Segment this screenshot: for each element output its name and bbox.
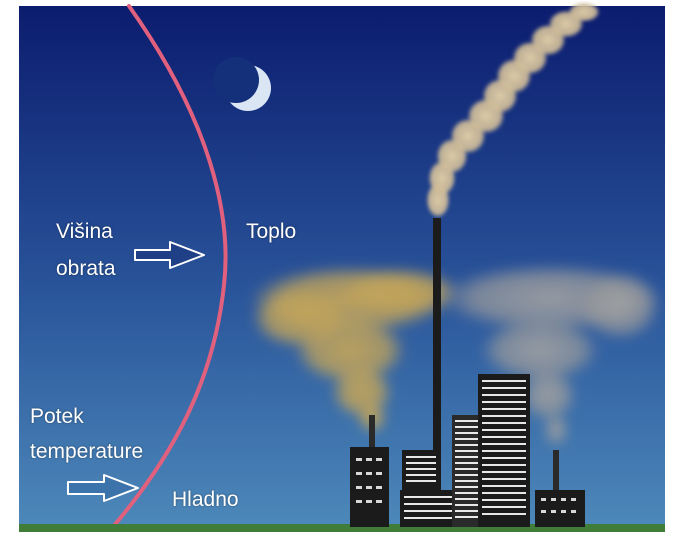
temperature-profile-label-line1: Potek	[30, 405, 84, 428]
inversion-height-label-line2: obrata	[56, 257, 116, 280]
gray-smog-layer	[438, 264, 662, 446]
inversion-height-label-line1: Višina	[56, 220, 113, 243]
left-factory	[350, 447, 389, 527]
cold-label: Hladno	[172, 488, 239, 511]
left-chimney	[369, 415, 375, 450]
moon-icon	[213, 57, 271, 111]
rising-smoke-plume	[426, 2, 600, 218]
temperature-profile-label-line2: temperature	[30, 440, 144, 463]
warm-label: Toplo	[246, 220, 297, 243]
right-chimney	[553, 450, 559, 492]
right-arrow-icon	[67, 474, 139, 502]
striped-tower	[452, 415, 482, 527]
ground	[19, 524, 665, 532]
low-block	[400, 490, 458, 527]
right-factory	[535, 490, 585, 527]
yellow-smog-layer	[250, 266, 460, 432]
tall-chimney	[433, 218, 441, 526]
tall-tower	[478, 374, 530, 527]
temperature-curve	[110, 4, 228, 530]
right-arrow-icon	[134, 241, 205, 269]
